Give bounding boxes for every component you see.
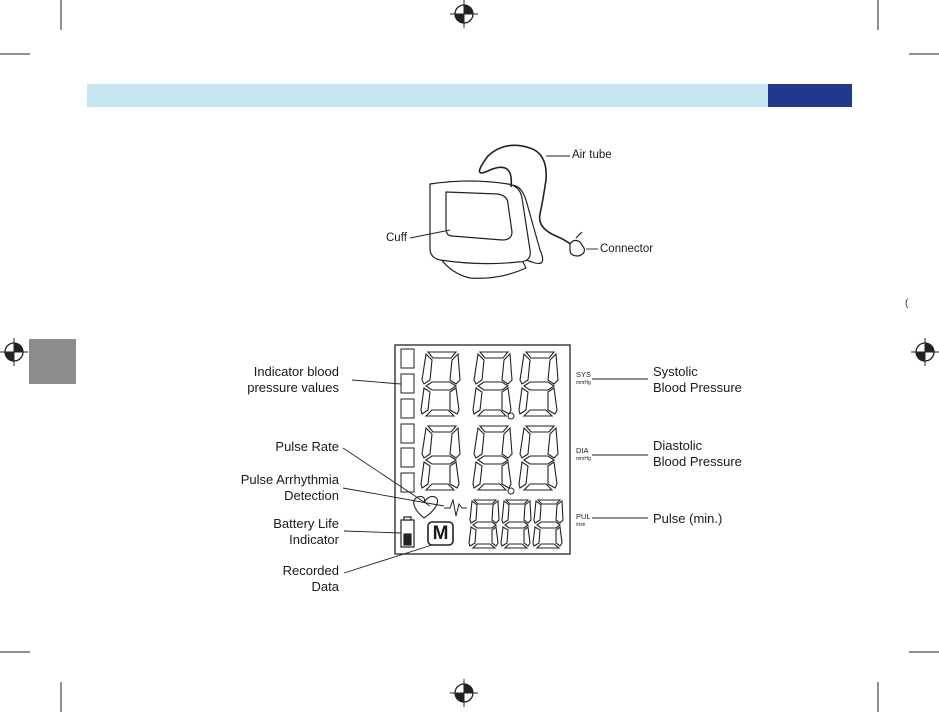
pul-tag: PUL (576, 512, 591, 521)
decimal-dot (507, 412, 515, 420)
systolic-label: Systolic Blood Pressure (653, 364, 742, 395)
leader-lines (342, 378, 648, 574)
pul-unit: /min (576, 522, 586, 528)
cuff-label: Cuff (386, 232, 407, 244)
battery-icon (400, 516, 415, 548)
battery-label: Battery Life Indicator (273, 516, 339, 547)
edge-mark: ( (905, 298, 909, 309)
decimal-dot (507, 487, 515, 495)
header-block (768, 84, 852, 107)
registration-target (0, 338, 28, 366)
indicator-bp-label: Indicator blood pressure values (247, 364, 339, 395)
recorded-data-label: Recorded Data (282, 563, 339, 594)
registration-target (450, 0, 478, 28)
registration-target (911, 338, 939, 366)
pulse-min-label: Pulse (min.) (653, 511, 723, 526)
pulse-rate-label: Pulse Rate (275, 439, 339, 454)
dia-unit: mmHg (576, 456, 591, 462)
header-band (87, 84, 768, 107)
air-tube-label: Air tube (572, 149, 612, 161)
pulse-wave-icon (444, 498, 467, 517)
bp-indicator-boxes (400, 348, 415, 493)
registration-target (450, 679, 478, 707)
pulse-arrhythmia-label: Pulse Arrhythmia Detection (240, 472, 339, 503)
memory-icon-frame (427, 521, 454, 546)
memory-symbol: M (432, 523, 449, 544)
sys-unit: mmHg (576, 380, 591, 386)
dia-tag: DIA (576, 446, 589, 455)
side-tab (29, 339, 76, 384)
sys-tag: SYS (576, 370, 592, 379)
connector-label: Connector (600, 243, 654, 255)
diastolic-label: Diastolic Blood Pressure (653, 438, 742, 469)
